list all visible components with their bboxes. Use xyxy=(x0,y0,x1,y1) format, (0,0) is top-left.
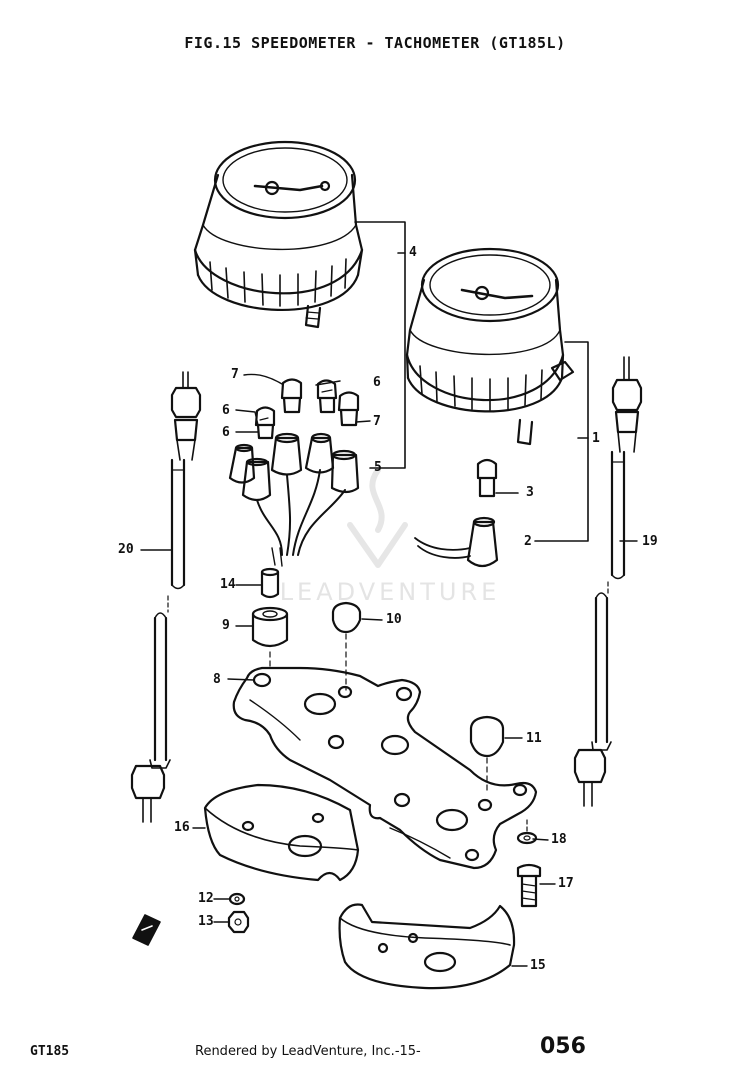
callout-6c: 6 xyxy=(222,425,230,440)
callout-18: 18 xyxy=(551,832,567,847)
lower-cover-15 xyxy=(338,903,516,990)
callout-15: 15 xyxy=(530,958,546,973)
socket-harness xyxy=(228,432,360,567)
cable-tachometer-19 xyxy=(573,356,643,807)
figure-title: FIG.15 SPEEDOMETER - TACHOMETER (GT185L) xyxy=(184,34,566,52)
callout-12: 12 xyxy=(198,891,214,906)
washer-12 xyxy=(228,892,246,906)
washer-18 xyxy=(516,819,538,845)
callout-10: 10 xyxy=(386,612,402,627)
callout-14: 14 xyxy=(220,577,236,592)
grommet-11 xyxy=(469,715,505,791)
callout-17: 17 xyxy=(558,876,574,891)
callout-5: 5 xyxy=(374,460,382,475)
callout-4: 4 xyxy=(409,245,417,260)
sleeve-and-nut xyxy=(251,567,289,669)
grommet-10 xyxy=(331,601,362,691)
callout-9: 9 xyxy=(222,618,230,633)
bulbs-group xyxy=(254,378,360,440)
tachometer-assembly xyxy=(405,247,575,446)
callout-1: 1 xyxy=(592,431,600,446)
callout-6a: 6 xyxy=(373,375,381,390)
callout-20: 20 xyxy=(118,542,134,557)
tach-bulb-socket xyxy=(414,458,519,568)
watermark-text: LEADVENTURE xyxy=(279,578,501,606)
model-code: GT185 xyxy=(30,1044,70,1059)
callout-11: 11 xyxy=(526,731,542,746)
callout-8: 8 xyxy=(213,672,221,687)
cable-speedometer-20 xyxy=(130,371,202,823)
rendered-by-credit: Rendered by LeadVenture, Inc.-15- xyxy=(195,1044,421,1059)
direction-arrow-icon xyxy=(132,914,161,946)
nut-13 xyxy=(227,910,250,934)
watermark-logo xyxy=(347,467,408,568)
speedometer-assembly xyxy=(193,140,364,329)
page-number: 056 xyxy=(540,1034,586,1059)
lower-cover-16 xyxy=(203,783,360,882)
mounting-bracket xyxy=(232,666,538,870)
callout-7a: 7 xyxy=(231,367,239,382)
callout-2: 2 xyxy=(524,534,532,549)
callout-16: 16 xyxy=(174,820,190,835)
callout-3: 3 xyxy=(526,485,534,500)
callout-19: 19 xyxy=(642,534,658,549)
callout-13: 13 xyxy=(198,914,214,929)
callout-7b: 7 xyxy=(373,414,381,429)
bolt-17 xyxy=(516,863,542,908)
callout-6b: 6 xyxy=(222,403,230,418)
